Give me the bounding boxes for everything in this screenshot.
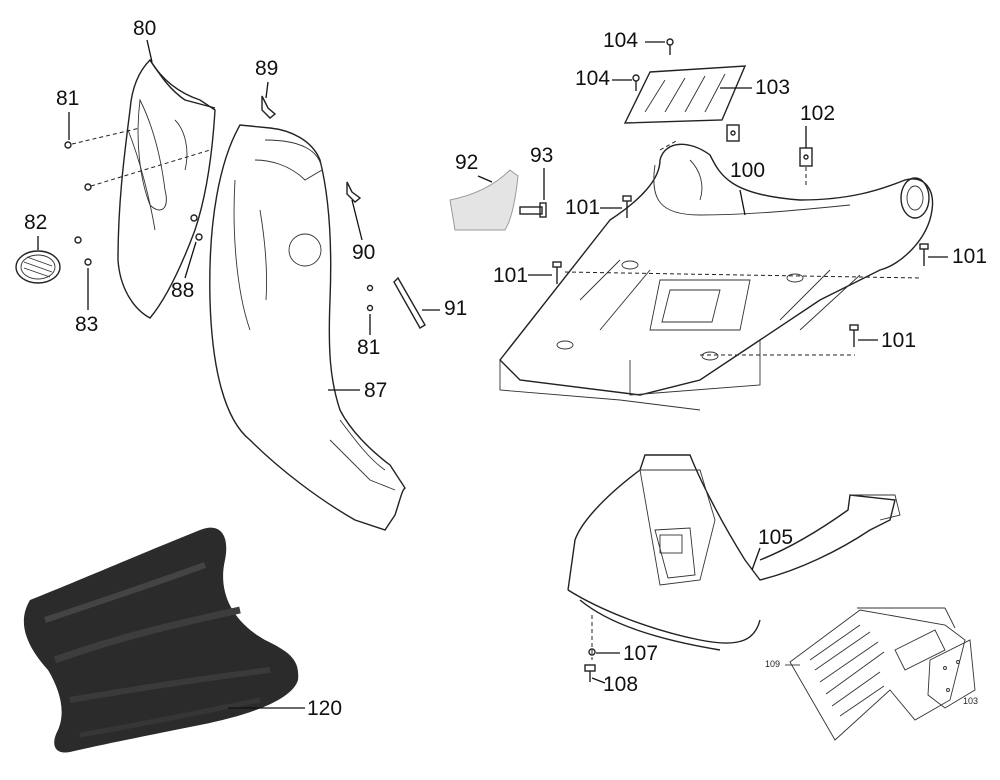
callout-104: 104 (575, 67, 611, 90)
inset-callout-109: 109 (765, 659, 781, 669)
callout-101-b: 101 (493, 264, 529, 287)
part-93-bolt (519, 202, 547, 218)
callout-87: 87 (364, 379, 388, 402)
part-80-front-shield (117, 58, 216, 319)
part-92-pad (449, 169, 519, 231)
callout-103: 103 (755, 76, 791, 99)
callout-91: 91 (444, 297, 468, 320)
callout-88: 88 (171, 279, 195, 302)
callout-83: 83 (75, 313, 99, 336)
part-105-under-cover (567, 454, 901, 660)
part-87-inner-shield (209, 124, 406, 531)
callout-101-c: 101 (952, 245, 988, 268)
callout-100: 100 (730, 159, 766, 182)
inset-callout-103: 103 (963, 696, 979, 706)
callout-92: 92 (455, 151, 479, 174)
callout-81: 81 (56, 87, 80, 110)
part-100-floor-frame (499, 139, 934, 411)
parts-107-108-fasteners (584, 648, 596, 682)
callout-101-a: 101 (565, 196, 601, 219)
callout-104-top: 104 (603, 29, 639, 52)
small-fasteners (64, 95, 426, 329)
part-101-bolts (552, 195, 929, 347)
part-103-plate (623, 38, 747, 124)
callout-108: 108 (603, 673, 639, 696)
leader-lines (37, 39, 948, 709)
part-82-emblem (15, 250, 61, 284)
part-120-rubber-mat (23, 527, 299, 753)
callout-82: 82 (24, 211, 48, 234)
callout-89: 89 (255, 57, 279, 80)
inset-109-floor-mat (785, 607, 976, 741)
callout-105: 105 (758, 526, 794, 549)
callout-81-right: 81 (357, 336, 381, 359)
callout-102: 102 (800, 102, 836, 125)
callout-101-d: 101 (881, 329, 917, 352)
callout-80: 80 (133, 17, 157, 40)
callout-120: 120 (307, 697, 343, 720)
callout-90: 90 (352, 241, 376, 264)
callout-93: 93 (530, 144, 554, 167)
callout-107: 107 (623, 642, 659, 665)
